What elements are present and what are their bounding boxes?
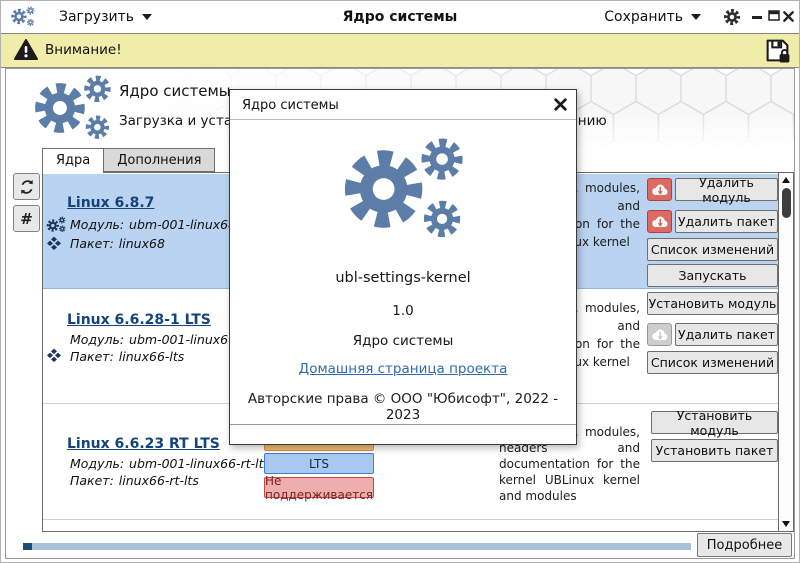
module-value: ubm-001-linux66-rt-lts [129, 456, 271, 471]
package-value: linux66-rt-lts [118, 473, 199, 488]
scroll-up-arrow[interactable] [782, 177, 790, 183]
load-dropdown-button[interactable]: Загрузить [53, 5, 158, 29]
scroll-down-arrow[interactable] [782, 521, 790, 527]
tab-bar: Ядра Дополнения [42, 148, 216, 173]
refresh-button[interactable] [13, 173, 40, 200]
save-label: Сохранить [604, 9, 683, 25]
warning-triangle-icon [13, 38, 39, 62]
module-value: ubm-001-linux68 [129, 217, 237, 232]
about-dialog: Ядро системы ubl-settings-kernel 1.0 Ядр… [229, 89, 577, 445]
module-label: Модуль: [70, 217, 125, 232]
changelog-button[interactable]: Список изменений [647, 351, 778, 374]
launch-button[interactable]: Запускать [647, 264, 778, 287]
kernel-gears-logo [28, 74, 118, 142]
kernel-link[interactable]: Linux 6.8.7 [67, 195, 155, 211]
kernel-description: Linux kernel, modules, headers and docum… [499, 425, 640, 503]
module-label: Модуль: [70, 332, 125, 347]
app-description: Ядро системы [352, 333, 454, 349]
install-module-button[interactable]: Установить модуль [651, 408, 778, 438]
window-title: Ядро системы [342, 9, 458, 25]
chevron-down-icon [691, 14, 701, 20]
grub-config-button[interactable]: # [13, 205, 40, 232]
kernel-link[interactable]: Linux 6.6.23 RT LTS [67, 436, 220, 452]
progress-bar [23, 543, 691, 550]
app-name: ubl-settings-kernel [335, 270, 471, 286]
module-label: Модуль: [70, 456, 125, 471]
warning-label: Внимание! [45, 42, 122, 58]
delete-package-button[interactable]: Удалить пакет [675, 323, 778, 346]
install-package-button[interactable]: Установить пакет [651, 439, 778, 462]
maximize-button[interactable] [768, 10, 780, 21]
minimize-button[interactable] [752, 16, 762, 19]
titlebar: Загрузить Ядро системы Сохранить [1, 1, 799, 34]
download-package-icon-button[interactable] [647, 323, 672, 346]
refresh-icon [18, 178, 36, 196]
app-logo-gears-icon [10, 6, 36, 27]
details-button[interactable]: Подробнее [697, 533, 792, 557]
package-value: linux68 [118, 236, 165, 251]
scrollbar-thumb[interactable] [781, 188, 791, 218]
app-gears-logo [340, 136, 468, 242]
delete-module-button[interactable]: Удалить модуль [675, 175, 778, 205]
package-icon [46, 235, 62, 251]
badge-not-supported: Не поддерживается [264, 473, 374, 502]
homepage-link[interactable]: Домашняя страница проекта [298, 361, 508, 377]
dialog-close-button[interactable] [553, 97, 568, 115]
app-version: 1.0 [392, 303, 414, 319]
dialog-bottom-separator [230, 424, 576, 425]
module-value: ubm-001-linux66-lts [129, 332, 256, 347]
save-lock-icon[interactable] [764, 37, 791, 64]
tab-kernels[interactable]: Ядра [42, 148, 105, 173]
save-dropdown-button[interactable]: Сохранить [598, 5, 707, 29]
package-label: Пакет: [70, 236, 114, 251]
downloaded-module-icon-button[interactable] [647, 178, 672, 201]
tab-addons[interactable]: Дополнения [104, 148, 216, 172]
package-label: Пакет: [70, 473, 114, 488]
cloud-download-icon [650, 327, 669, 343]
close-button[interactable] [782, 10, 795, 23]
package-icon [46, 347, 62, 363]
settings-gear-icon[interactable] [723, 8, 741, 26]
progress-fill [23, 543, 32, 550]
install-module-button[interactable]: Установить модуль [647, 292, 778, 315]
delete-package-button[interactable]: Удалить пакет [675, 210, 778, 233]
downloaded-package-icon-button[interactable] [647, 210, 672, 233]
badge-lts: LTS [264, 453, 374, 474]
load-label: Загрузить [59, 9, 135, 25]
close-icon [553, 97, 568, 112]
dialog-title: Ядро системы [242, 98, 339, 113]
dialog-title-separator [230, 119, 576, 120]
kernel-link[interactable]: Linux 6.6.28-1 LTS [67, 312, 211, 328]
package-label: Пакет: [70, 349, 114, 364]
cloud-download-icon [650, 214, 669, 230]
module-gears-icon [46, 216, 67, 233]
warning-bar: Внимание! [1, 34, 799, 68]
page-title: Ядро системы [119, 82, 231, 100]
vertical-scrollbar[interactable] [778, 172, 794, 532]
copyright-text: Авторские права © ООО "Юбисофт", 2022 - … [247, 391, 559, 423]
cloud-download-icon [650, 182, 669, 198]
package-value: linux66-lts [118, 349, 185, 364]
chevron-down-icon [142, 14, 153, 20]
changelog-button[interactable]: Список изменений [647, 238, 778, 261]
